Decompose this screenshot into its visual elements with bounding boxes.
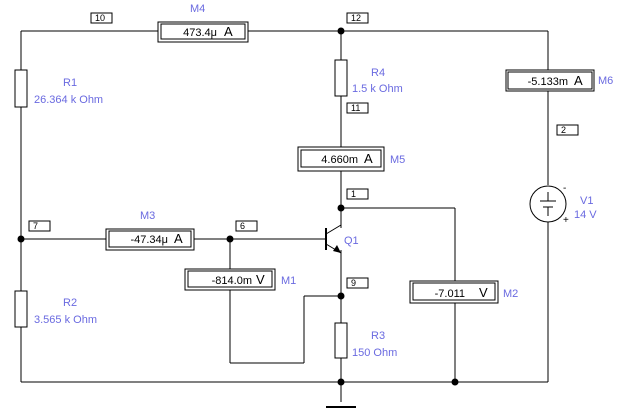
m6-reading: -5.133m <box>528 76 568 88</box>
node-label-9: 9 <box>346 277 369 289</box>
r1-value: 26.364 k Ohm <box>34 94 103 106</box>
resistor-r3: R3 150 Ohm <box>334 322 397 359</box>
m1-label: M1 <box>281 275 296 287</box>
v1-value: 14 V <box>574 209 597 221</box>
node-labels: 10 12 11 2 1 7 6 9 <box>28 12 579 289</box>
m3-reading: -47.34μ <box>130 234 168 246</box>
wires <box>20 30 549 408</box>
m4-label: M4 <box>190 3 205 15</box>
m4-unit: A <box>224 24 233 39</box>
r2-label: R2 <box>63 297 77 309</box>
r3-value: 150 Ohm <box>352 347 397 359</box>
r4-value: 1.5 k Ohm <box>352 83 403 95</box>
v1-minus-sign: - <box>563 183 566 194</box>
meter-m1: -814.0m V M1 <box>184 268 296 291</box>
resistor-r2: R2 3.565 k Ohm <box>14 290 97 328</box>
m5-reading: 4.660m <box>321 154 358 166</box>
voltage-source-icon <box>529 185 567 223</box>
node-label-1: 1 <box>346 188 369 200</box>
junction-node-7 <box>17 235 25 243</box>
v1-plus-sign: + <box>563 215 569 226</box>
node-label-11: 11 <box>346 102 369 114</box>
svg-text:9: 9 <box>351 278 356 288</box>
svg-text:1: 1 <box>351 189 356 199</box>
m2-unit: V <box>479 285 488 300</box>
junction-dots <box>17 27 459 386</box>
node-label-7: 7 <box>28 220 51 232</box>
m3-unit: A <box>174 231 183 246</box>
meter-m4: 473.4μ A M4 <box>157 3 249 43</box>
voltage-source-v1: - + V1 14 V <box>529 183 597 226</box>
m3-label: M3 <box>140 210 155 222</box>
node-label-6: 6 <box>235 220 258 232</box>
r4-label: R4 <box>371 67 385 79</box>
r1-label: R1 <box>63 77 77 89</box>
svg-text:7: 7 <box>33 221 38 231</box>
meter-m2: -7.011 V M2 <box>409 280 518 304</box>
junction-m2-bottom <box>451 378 459 386</box>
svg-text:11: 11 <box>351 103 360 113</box>
m5-label: M5 <box>390 154 405 166</box>
junction-node-9 <box>337 292 345 300</box>
m2-label: M2 <box>503 288 518 300</box>
junction-ground <box>337 378 345 386</box>
r2-value: 3.565 k Ohm <box>34 314 97 326</box>
m6-label: M6 <box>598 75 613 87</box>
resistor-r4: R4 1.5 k Ohm <box>334 59 403 97</box>
m1-reading: -814.0m <box>212 275 252 287</box>
svg-text:12: 12 <box>351 13 361 23</box>
v1-label: V1 <box>580 195 593 207</box>
emitter-arrow-icon <box>333 245 341 253</box>
m4-reading: 473.4μ <box>183 27 217 39</box>
meter-m6: -5.133m A M6 <box>505 69 613 92</box>
q1-label: Q1 <box>344 235 359 247</box>
r3-label: R3 <box>371 330 385 342</box>
node-label-10: 10 <box>90 12 113 24</box>
m5-unit: A <box>364 151 373 166</box>
m6-unit: A <box>574 73 583 88</box>
junction-node-1 <box>337 204 345 212</box>
resistor-r1: R1 26.364 k Ohm <box>14 69 103 108</box>
svg-text:10: 10 <box>95 13 105 23</box>
m1-unit: V <box>256 272 265 287</box>
junction-node-6 <box>226 235 234 243</box>
svg-text:2: 2 <box>561 125 566 135</box>
meter-m3: -47.34μ A M3 <box>105 210 195 251</box>
node-label-12: 12 <box>346 12 369 24</box>
node-label-2: 2 <box>556 124 579 136</box>
m2-reading: -7.011 <box>435 288 465 300</box>
junction-node-12 <box>337 27 345 35</box>
svg-text:6: 6 <box>240 221 245 231</box>
transistor-q1: Q1 <box>325 224 359 254</box>
meter-m5: 4.660m A M5 <box>297 146 405 172</box>
